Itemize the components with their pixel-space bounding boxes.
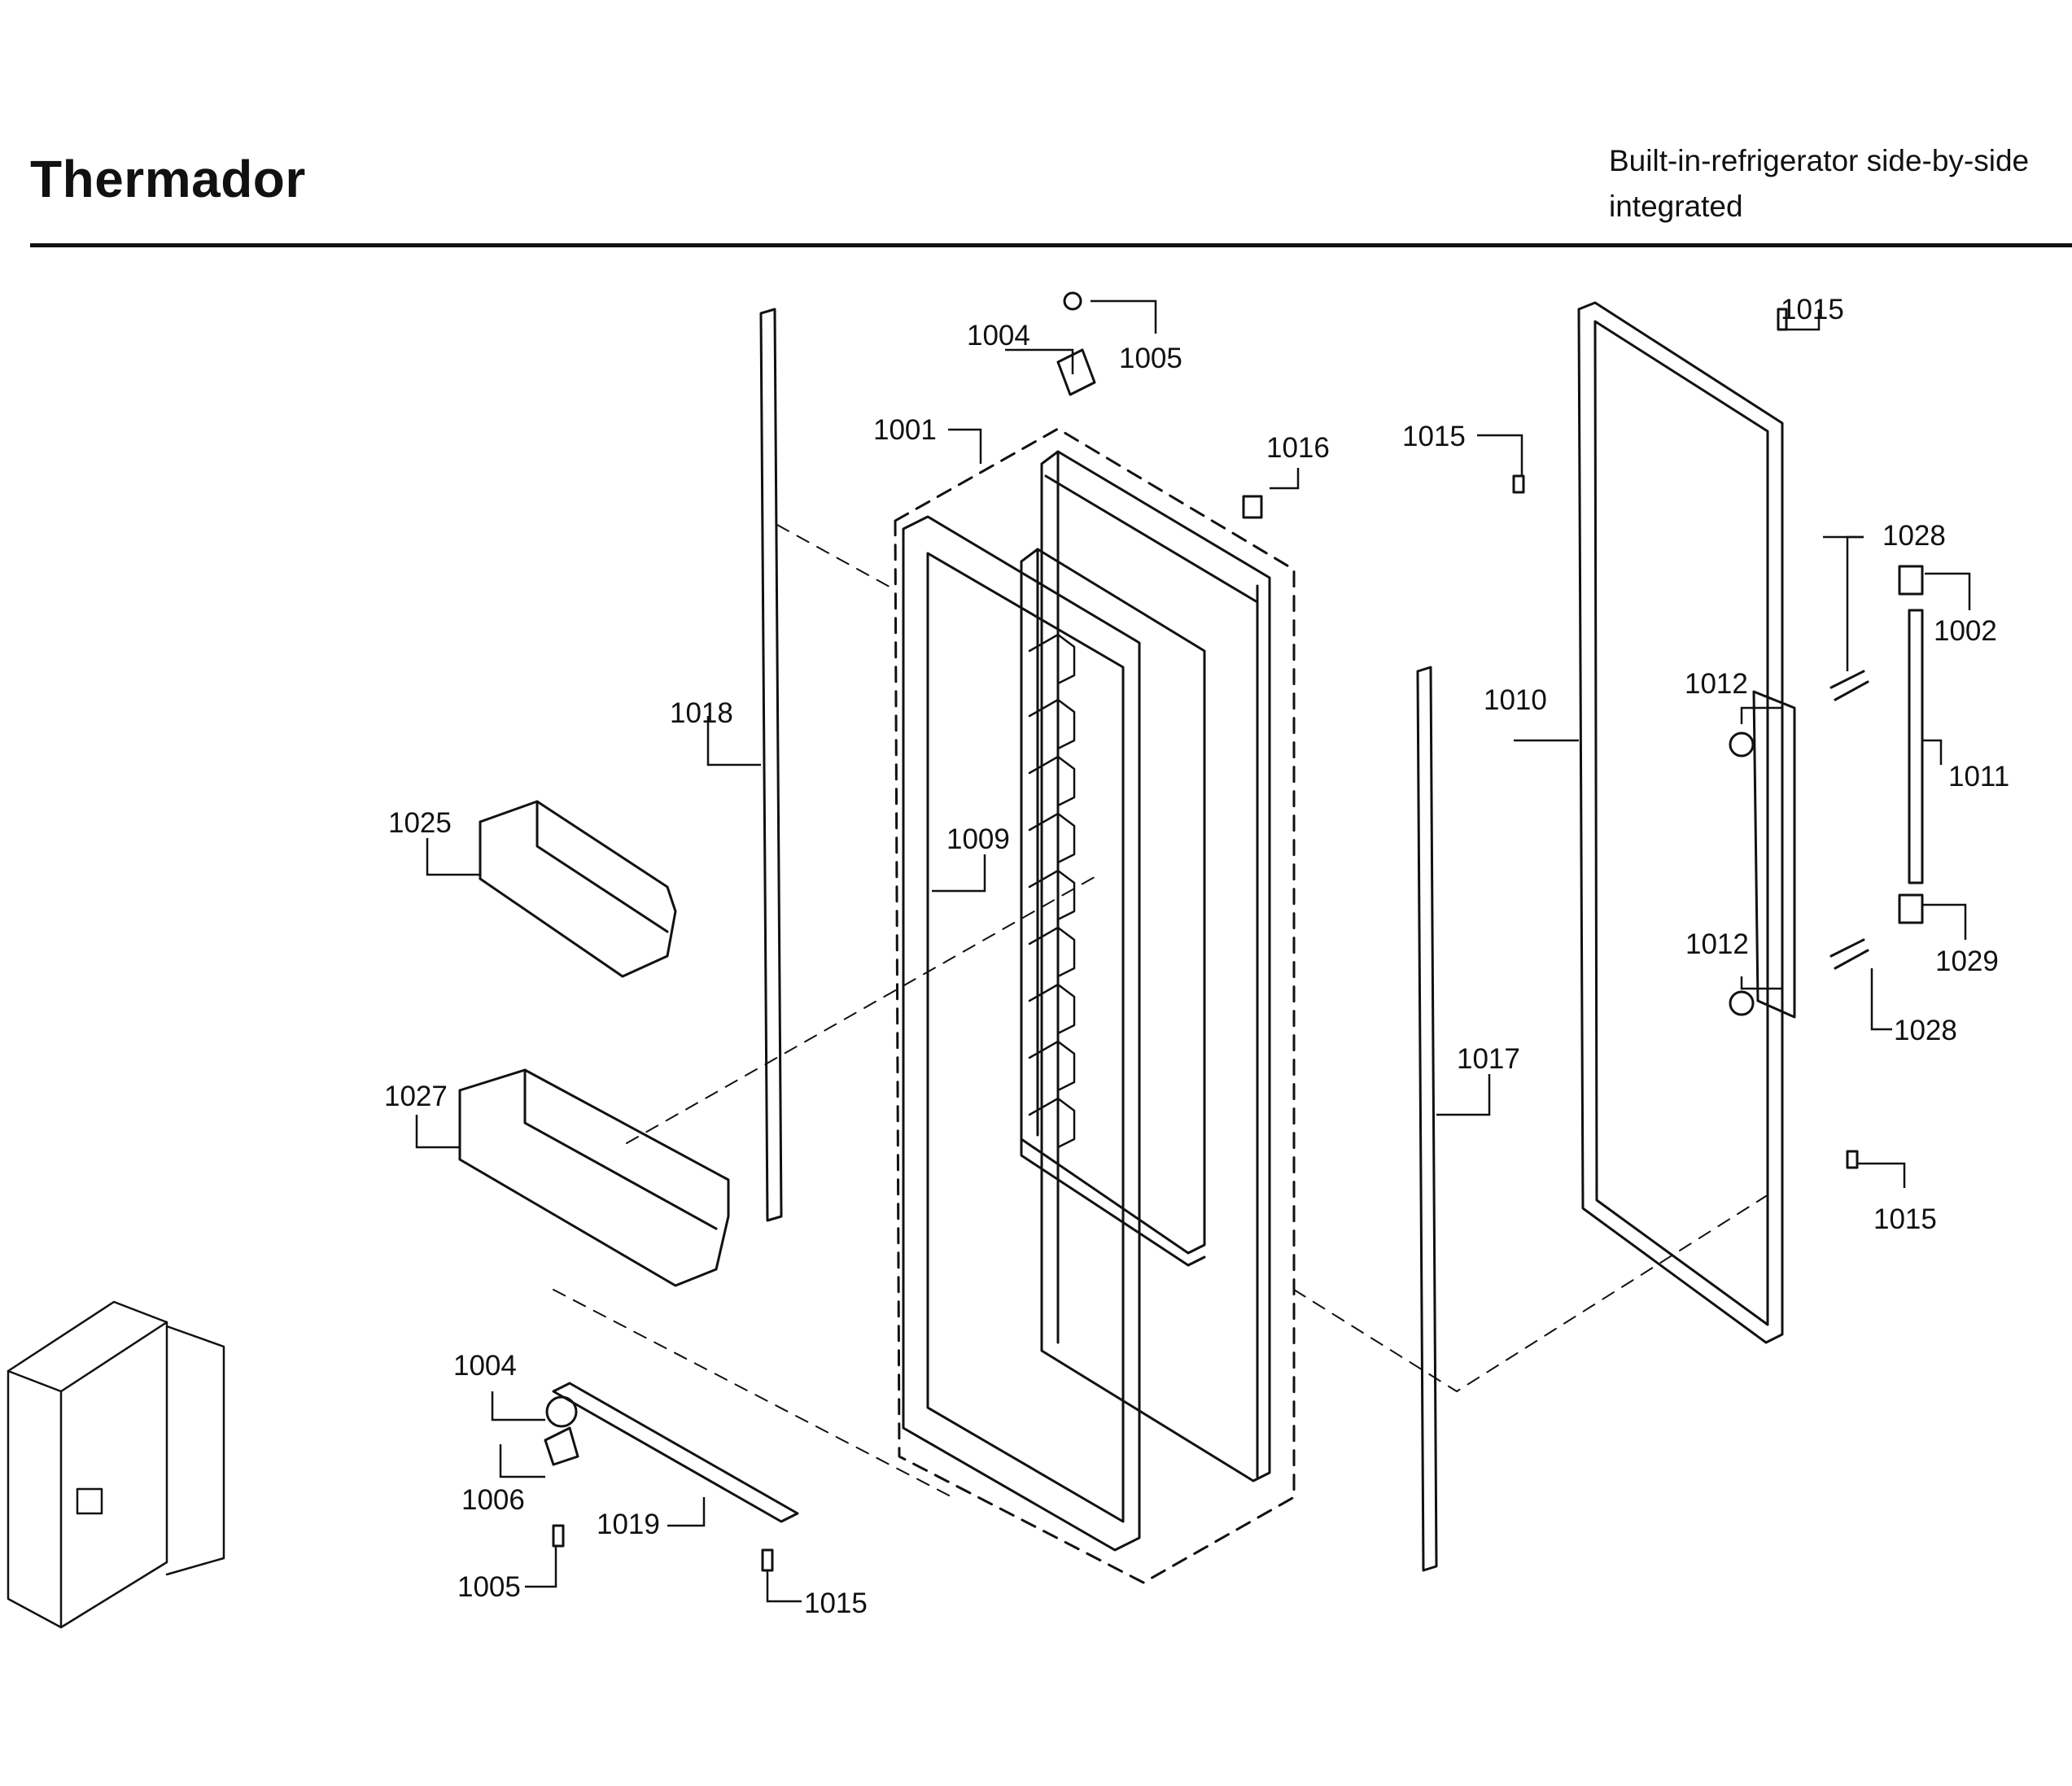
callout-1004-bottom: 1004 [453, 1350, 517, 1382]
hinge-rod [1908, 609, 1924, 884]
callout-1016: 1016 [1266, 432, 1330, 464]
diagram-subtitle: Built-in-refrigerator side-by-side integ… [1609, 138, 2029, 229]
callout-1009: 1009 [946, 823, 1010, 855]
trim-strip-1017 [1416, 666, 1438, 1572]
callout-1015-a: 1015 [1402, 421, 1466, 452]
plug-1016 [1242, 495, 1263, 519]
trim-strip-1018 [759, 308, 783, 1222]
callout-1012-bottom: 1012 [1685, 928, 1749, 960]
callout-1001: 1001 [873, 414, 937, 446]
end-cap-1029 [1898, 893, 1924, 924]
callout-1012-top: 1012 [1685, 668, 1748, 700]
door-assembly-outline [894, 427, 1296, 1584]
callout-1028-top: 1028 [1882, 520, 1946, 552]
assembly-guides [553, 524, 1767, 1498]
hinge-1006 [544, 1426, 579, 1466]
callout-1005-top: 1005 [1119, 343, 1182, 374]
callout-1025: 1025 [388, 807, 452, 839]
callout-1028-bottom: 1028 [1894, 1015, 1957, 1046]
hinge-1004-top [1056, 348, 1096, 396]
spacer-1028-top [1829, 670, 1869, 701]
nut-1012-top [1729, 731, 1755, 758]
callout-1015-c: 1015 [1873, 1203, 1937, 1235]
door-bin-1025 [479, 800, 677, 978]
door-liner [1020, 548, 1206, 1255]
callout-1015-d: 1015 [804, 1587, 868, 1619]
screw-1015-bottom [761, 1548, 774, 1572]
spacer-1028-bottom [1829, 938, 1869, 970]
callout-1027: 1027 [384, 1081, 448, 1112]
mounting-bracket [1752, 690, 1796, 1019]
header-divider [30, 243, 2072, 247]
callout-1010: 1010 [1484, 684, 1547, 716]
subtitle-line-2: integrated [1609, 190, 1743, 223]
screw-1005-bottom [552, 1524, 565, 1548]
callout-1019: 1019 [597, 1509, 660, 1540]
callout-1029: 1029 [1935, 945, 1999, 977]
callout-1017: 1017 [1457, 1043, 1520, 1075]
door-gasket [902, 515, 1141, 1552]
callout-1018: 1018 [670, 697, 733, 729]
callout-1006: 1006 [461, 1484, 525, 1516]
door-bin-1027 [458, 1068, 730, 1287]
callout-1005-bottom: 1005 [457, 1571, 521, 1603]
hinge-bar-1019 [552, 1382, 799, 1523]
subtitle-line-1: Built-in-refrigerator side-by-side [1609, 144, 2030, 177]
screw-1015-left [1512, 474, 1525, 494]
callout-1015-b: 1015 [1781, 294, 1844, 325]
nut-1012-bottom [1729, 990, 1755, 1016]
brand-title: Thermador [30, 150, 306, 208]
callout-1011: 1011 [1948, 761, 2009, 793]
overview-fridge [7, 1300, 225, 1629]
screw-1015-right [1846, 1150, 1859, 1169]
callout-1004-top: 1004 [967, 320, 1030, 352]
liner-hooks [1028, 633, 1076, 1149]
decor-panel-1010 [1577, 301, 1784, 1344]
callout-1002: 1002 [1934, 615, 1997, 647]
end-cap-1002 [1898, 565, 1924, 596]
hinge-1004-bottom [545, 1395, 578, 1428]
